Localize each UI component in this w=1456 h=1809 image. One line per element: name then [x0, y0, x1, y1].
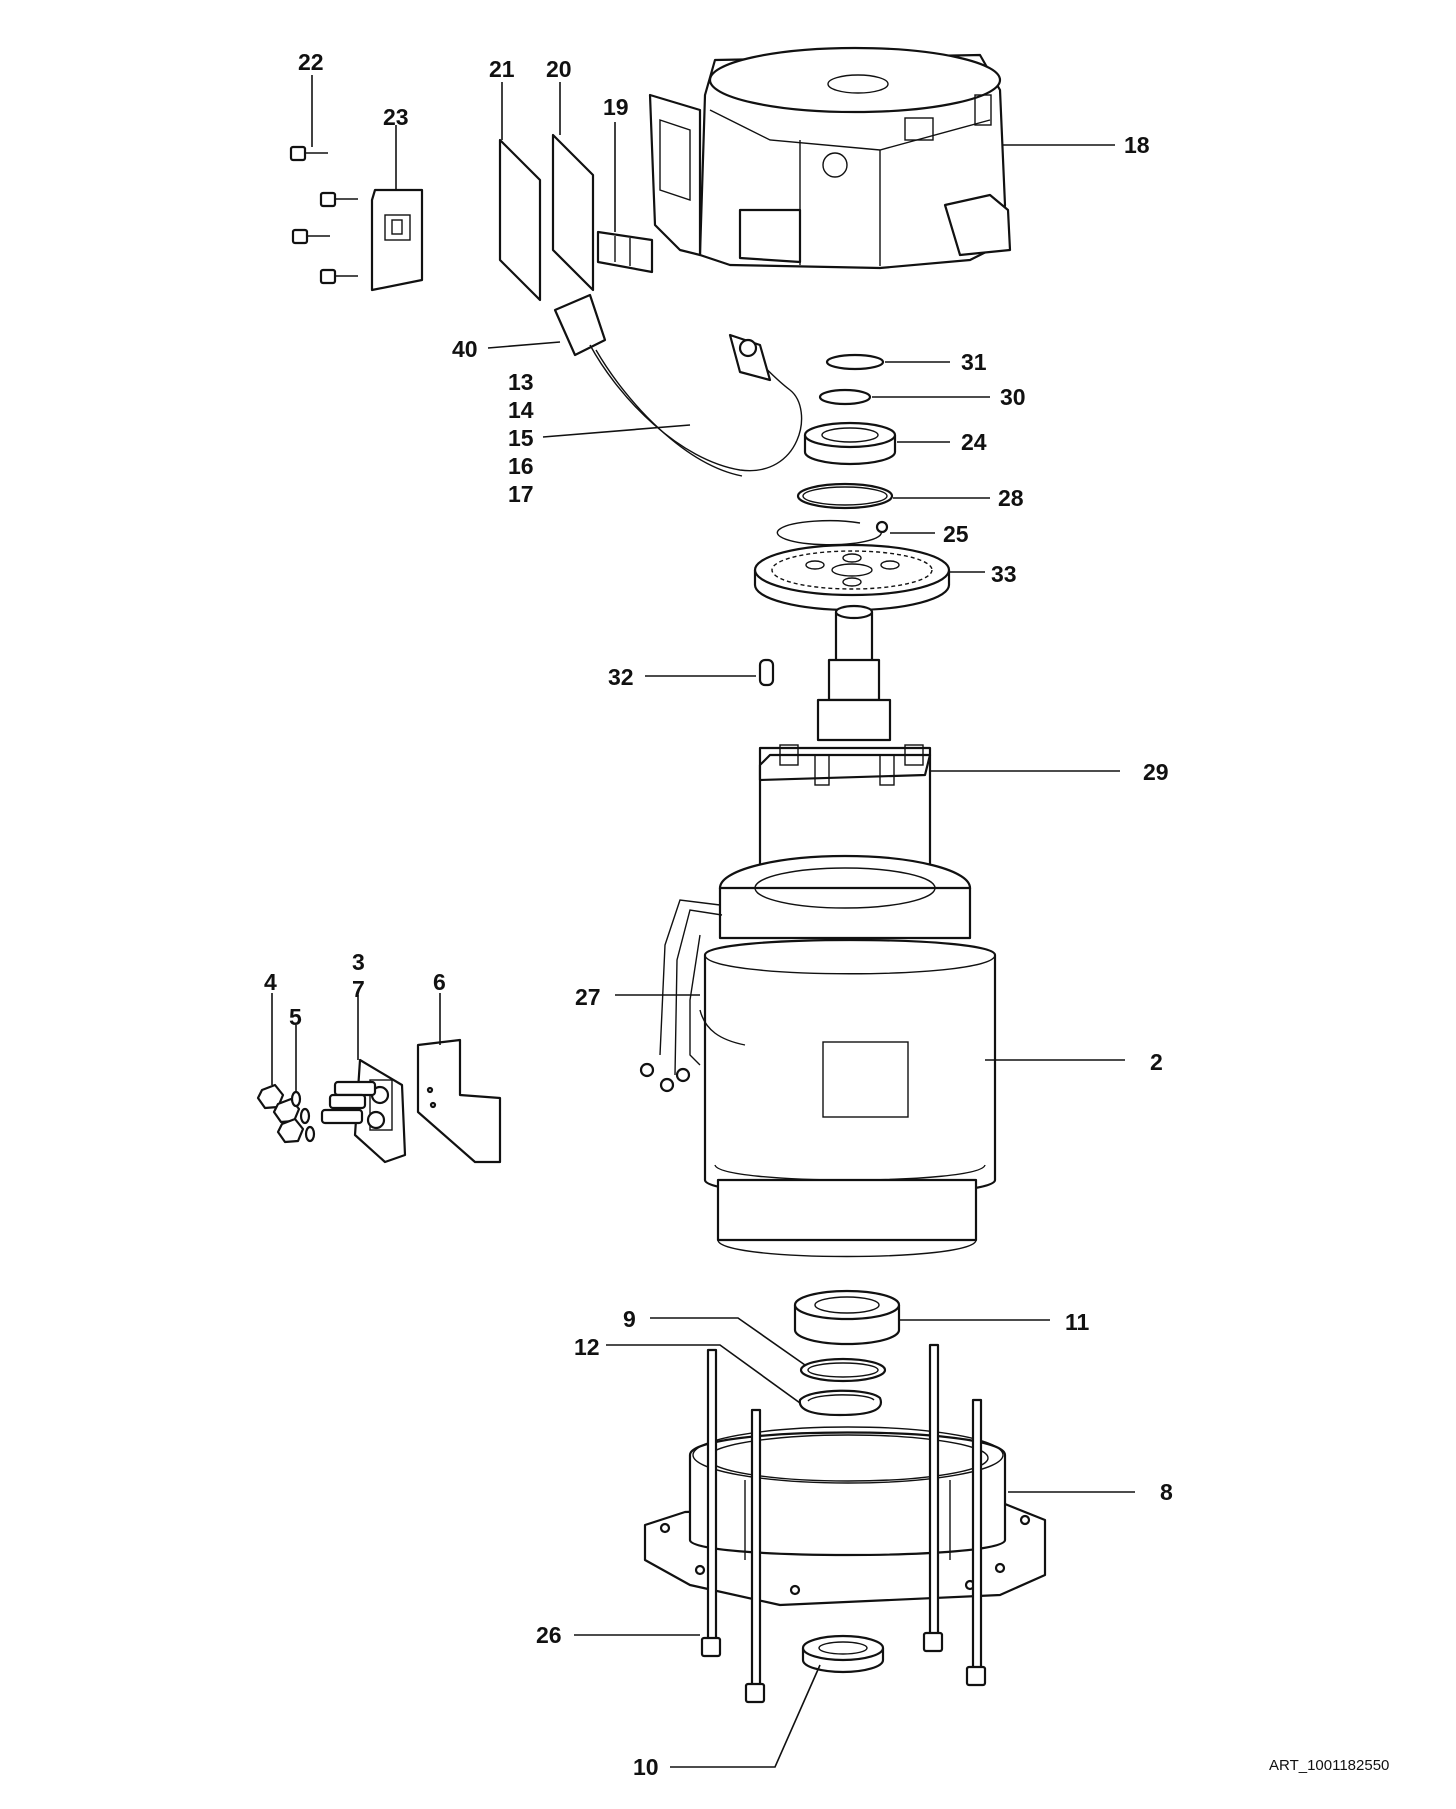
callout-16: 16: [508, 453, 534, 479]
part-28-ring: [796, 482, 894, 510]
part-4-nuts: [256, 1083, 305, 1144]
part-11-bearing: [793, 1289, 901, 1346]
callout-40: 40: [452, 336, 478, 362]
callout-11: 11: [1065, 1309, 1090, 1335]
callout-23: 23: [383, 104, 409, 130]
part-19-block: [596, 230, 654, 274]
callout-22: 22: [298, 49, 324, 75]
callout-17: 17: [508, 481, 534, 507]
callout-6: 6: [433, 969, 446, 995]
callout-28: 28: [998, 485, 1024, 511]
part-20-plate: [551, 133, 595, 292]
part-2-stator-body: [639, 854, 997, 1258]
part-40-connector-cable: [553, 293, 803, 477]
part-26-long-bolts: [700, 1343, 987, 1704]
callout-18: 18: [1124, 132, 1150, 158]
callout-21: 21: [489, 56, 515, 82]
part-23-mounting-plate: [370, 188, 424, 292]
callout-9: 9: [623, 1306, 636, 1332]
callout-4: 4: [264, 969, 277, 995]
callout-14: 14: [508, 397, 534, 423]
callout-3: 3: [352, 949, 365, 975]
callout-20: 20: [546, 56, 572, 82]
callout-12: 12: [574, 1334, 600, 1360]
part-29-rotor-shaft: [758, 604, 932, 890]
callout-15: 15: [508, 425, 534, 451]
part-3-7-terminal-block: [320, 1058, 407, 1164]
callout-labels: 22 23 21 20 19 18 40 13 14 15 16 17 31 3…: [264, 49, 1173, 1780]
part-31-snap-ring: [825, 353, 885, 371]
part-8-base-housing: [643, 1426, 1047, 1607]
part-24-bearing: [803, 421, 897, 466]
part-21-plate: [498, 138, 542, 302]
callout-19: 19: [603, 94, 629, 120]
callout-13: 13: [508, 369, 534, 395]
callout-25: 25: [943, 521, 969, 547]
part-10-seal: [801, 1634, 885, 1674]
part-32-key: [758, 658, 775, 687]
part-6-bracket: [416, 1038, 502, 1164]
callout-29: 29: [1143, 759, 1169, 785]
callout-33: 33: [991, 561, 1017, 587]
art-code-label: ART_1001182550: [1269, 1757, 1389, 1774]
callout-31: 31: [961, 349, 987, 375]
callout-5: 5: [289, 1004, 302, 1030]
callout-10: 10: [633, 1754, 659, 1780]
callout-2: 2: [1150, 1049, 1163, 1075]
callout-8: 8: [1160, 1479, 1173, 1505]
callout-26: 26: [536, 1622, 562, 1648]
part-18-top-housing: [648, 46, 1012, 270]
callout-24: 24: [961, 429, 987, 455]
part-25-circlip: [776, 520, 889, 546]
part-30-snap-ring: [818, 388, 872, 406]
callout-7: 7: [352, 976, 365, 1002]
part-9-ring: [799, 1357, 887, 1383]
part-12-gasket: [798, 1389, 883, 1417]
part-22-screws: [289, 145, 358, 285]
part-33-gear: [753, 543, 951, 612]
callout-27: 27: [575, 984, 601, 1010]
callout-32: 32: [608, 664, 634, 690]
callout-30: 30: [1000, 384, 1026, 410]
part-5-washers: [290, 1090, 316, 1143]
